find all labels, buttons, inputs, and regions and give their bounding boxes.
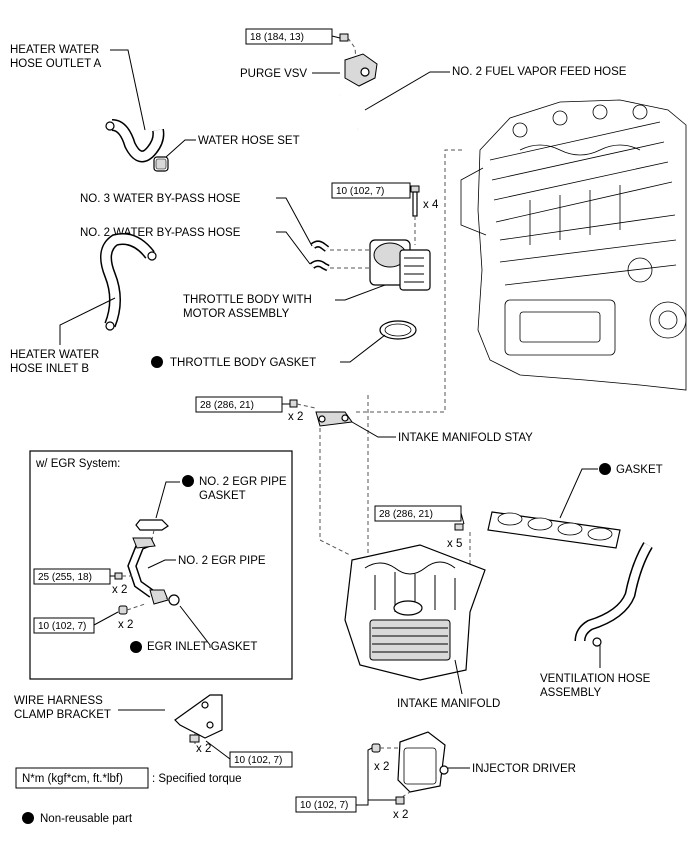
intake-gasket-part [487, 511, 621, 549]
qty-stay: x 2 [288, 411, 303, 423]
bypass-hose-parts [309, 240, 330, 272]
stay-bolt-icon [289, 399, 298, 408]
qty-egr-gasket: x 2 [118, 619, 133, 631]
label-throttle-gasket: THROTTLE BODY GASKET [170, 357, 316, 369]
nonreusable-legend-icon [22, 812, 34, 824]
label-gasket: GASKET [616, 464, 663, 476]
qty-injector-bottom: x 2 [393, 809, 408, 821]
label-vent-hose-2: ASSEMBLY [540, 687, 601, 699]
egr-pipe-part [127, 537, 169, 605]
qty-bracket: x 2 [196, 743, 211, 755]
label-heater-outlet-1: HEATER WATER [10, 44, 99, 56]
legend-torque-box [15, 767, 149, 789]
label-heater-outlet-2: HOSE OUTLET A [10, 58, 102, 70]
legend-torque-units: N*m (kgf*cm, ft.*lbf) [22, 773, 123, 785]
water-hose-set-part [153, 156, 169, 172]
purge-bolt-icon [339, 33, 349, 42]
injector-nut-top-icon [371, 743, 381, 753]
intake-manifold-stay-part [315, 411, 353, 427]
intake-manifold-part [344, 544, 486, 681]
egr-pipe-gasket-part [135, 519, 169, 531]
label-heater-inlet-1: HEATER WATER [10, 349, 99, 361]
egr-pipe-bolt-icon [114, 572, 123, 580]
label-egr-gasket-1: NO. 2 EGR PIPE [199, 476, 287, 488]
nonreusable-icon [182, 475, 194, 487]
nonreusable-icon [151, 356, 163, 368]
qty-manifold: x 5 [447, 538, 462, 550]
label-no2-bypass: NO. 2 WATER BY-PASS HOSE [80, 227, 241, 239]
label-injector-driver: INJECTOR DRIVER [472, 763, 576, 775]
torque-manifold: 28 (286, 21) [379, 509, 433, 520]
egr-gasket-nut-icon [118, 605, 128, 615]
egr-inlet-gasket-part [168, 594, 180, 606]
bracket-bolt-icon [189, 734, 200, 743]
label-water-hose-set: WATER HOSE SET [198, 135, 300, 147]
label-intake-manifold: INTAKE MANIFOLD [397, 698, 500, 710]
ventilation-hose-part [574, 542, 653, 647]
torque-egr-pipe: 25 (255, 18) [38, 572, 92, 583]
heater-hose-outlet-part [105, 119, 165, 163]
stay-leader-dash [319, 428, 351, 556]
throttle-bolt-icon [410, 185, 420, 217]
torque-box-egr-gasket [33, 617, 95, 634]
injector-bolt-bottom-icon [395, 796, 405, 805]
label-purge-vsv: PURGE VSV [240, 68, 307, 80]
heater-hose-inlet-part [100, 233, 157, 331]
injector-driver-part [397, 731, 449, 793]
throttle-body-gasket-part [379, 320, 417, 340]
label-manifold-stay: INTAKE MANIFOLD STAY [398, 432, 533, 444]
wire-harness-bracket-part [174, 694, 223, 739]
qty-injector-top: x 2 [374, 761, 389, 773]
label-wire-bracket-2: CLAMP BRACKET [14, 709, 111, 721]
torque-stay: 28 (286, 21) [200, 400, 254, 411]
torque-throttle: 10 (102, 7) [336, 186, 384, 197]
label-egr-pipe: NO. 2 EGR PIPE [178, 555, 266, 567]
qty-egr-pipe: x 2 [112, 584, 127, 596]
legend-torque-text: : Specified torque [152, 773, 242, 785]
engine-leader-dash [355, 149, 462, 413]
torque-box-bracket [229, 751, 293, 768]
label-throttle-body-2: MOTOR ASSEMBLY [183, 308, 290, 320]
label-heater-inlet-2: HOSE INLET B [10, 363, 89, 375]
purge-vsv-part [344, 53, 378, 87]
label-fuel-vapor-hose: NO. 2 FUEL VAPOR FEED HOSE [452, 66, 627, 78]
label-egr-gasket-2: GASKET [199, 490, 246, 502]
qty-throttle: x 4 [423, 199, 439, 211]
fuel-vapor-hose-part [337, 94, 360, 132]
torque-bracket: 10 (102, 7) [234, 755, 282, 766]
label-wire-bracket-1: WIRE HARNESS [14, 695, 103, 707]
engine-illustration [460, 99, 687, 391]
egr-system-box [29, 450, 293, 680]
throttle-body-part [369, 239, 431, 291]
egr-title: w/ EGR System: [35, 458, 120, 470]
nonreusable-icon [599, 463, 611, 475]
torque-egr-gasket: 10 (102, 7) [38, 621, 86, 632]
label-egr-inlet-gasket: EGR INLET GASKET [147, 641, 257, 653]
torque-injector: 10 (102, 7) [300, 800, 348, 811]
label-vent-hose-1: VENTILATION HOSE [540, 673, 651, 685]
legend-nonreusable: Non-reusable part [40, 813, 133, 825]
manifold-bolt-icon [454, 523, 464, 531]
label-no3-bypass: NO. 3 WATER BY-PASS HOSE [80, 193, 241, 205]
torque-purge: 18 (184, 13) [250, 32, 304, 43]
nonreusable-icon [130, 641, 142, 653]
label-throttle-body-1: THROTTLE BODY WITH [183, 294, 312, 306]
